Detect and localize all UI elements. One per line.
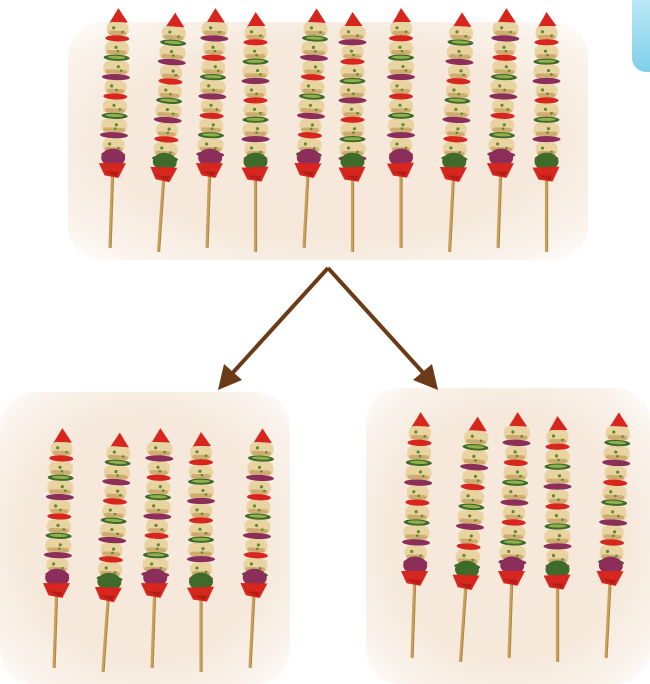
kebab-skewer-icon (242, 12, 270, 252)
arrow-down-left-icon (228, 268, 328, 378)
kebab-skewer-icon (544, 416, 572, 662)
kebab-skewer-icon (193, 8, 229, 249)
kebab-skewer-icon (387, 8, 415, 248)
kebab-skewer-icon (447, 416, 492, 663)
kebab-skewer-icon (484, 8, 520, 249)
kebab-skewer-icon (436, 12, 477, 253)
kebab-skewer-icon (592, 412, 633, 659)
kebab-skewer-icon (89, 432, 134, 673)
skewer-group-left-half (40, 428, 277, 673)
skewer-group-right-half (398, 412, 633, 663)
kebab-skewer-icon (339, 12, 367, 252)
arrow-down-right-icon (328, 268, 426, 376)
kebab-skewer-icon (40, 428, 76, 669)
kebab-skewer-icon (398, 412, 435, 659)
kebab-skewer-icon (495, 412, 532, 659)
kebab-skewer-icon (187, 432, 215, 672)
kebab-skewer-icon (145, 12, 190, 253)
kebab-skewer-icon (236, 428, 277, 669)
kebab-skewer-icon (138, 428, 174, 669)
kebab-skewer-icon (533, 12, 561, 252)
skewer-group-whole (96, 8, 560, 253)
kebab-skewer-icon (96, 8, 132, 249)
kebab-skewer-icon (290, 8, 331, 249)
split-arrows (218, 268, 438, 390)
